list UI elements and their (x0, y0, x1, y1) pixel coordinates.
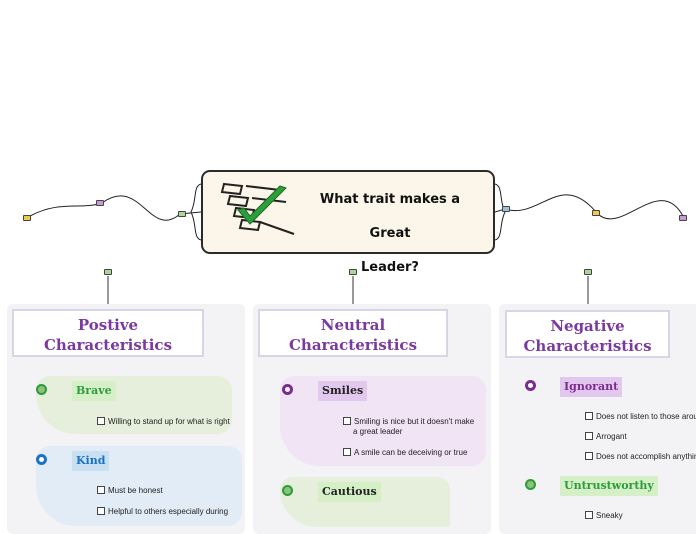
tag-icon (23, 215, 31, 221)
checkbox[interactable] (97, 486, 105, 494)
branch-heading-positive[interactable]: Postive Characteristics (12, 309, 204, 357)
item-text: Willing to stand up for what is right (108, 417, 230, 426)
topic-blob-smiles (280, 376, 486, 466)
checkbox[interactable] (585, 412, 593, 420)
heading-line1: Neutral (320, 316, 386, 334)
list-item[interactable]: Sneaky (585, 511, 623, 521)
topic-label-ignorant[interactable]: Ignorant (560, 377, 623, 397)
topic-node-brave[interactable] (36, 384, 47, 395)
topic-node-smiles[interactable] (282, 384, 293, 395)
checkbox[interactable] (343, 417, 351, 425)
topic-blob-kind (36, 446, 242, 526)
tag-icon (349, 269, 357, 275)
tag-icon (104, 269, 112, 275)
checklist-icon (220, 182, 295, 235)
checkbox[interactable] (585, 511, 593, 519)
checkbox[interactable] (585, 452, 593, 460)
tag-icon (592, 210, 600, 216)
item-text: Helpful to others especially during (108, 507, 229, 516)
list-item[interactable]: Must be honest (97, 486, 163, 496)
topic-label-kind[interactable]: Kind (72, 451, 110, 471)
item-text: Does not listen to those around (596, 412, 696, 421)
topic-node-kind[interactable] (36, 454, 47, 465)
item-text: Does not accomplish anything (596, 452, 696, 461)
list-item[interactable]: Willing to stand up for what is right (97, 417, 230, 427)
heading-line1: Postive (77, 316, 139, 334)
item-text: Smiling is nice but it doesn't make a gr… (353, 417, 475, 436)
heading-line1: Negative (550, 317, 625, 335)
list-item[interactable]: Does not accomplish anything (585, 452, 696, 462)
list-item[interactable]: Smiling is nice but it doesn't make a gr… (343, 417, 479, 437)
topic-label-smiles[interactable]: Smiles (318, 381, 368, 401)
topic-label-untrustworthy[interactable]: Untrustworthy (560, 476, 658, 496)
topic-node-ignorant[interactable] (525, 380, 536, 391)
list-item[interactable]: Helpful to others especially during (97, 507, 233, 517)
topic-label-cautious[interactable]: Cautious (318, 482, 381, 502)
heading-line2: Characteristics (288, 336, 418, 354)
checkbox[interactable] (343, 448, 351, 456)
list-item[interactable]: Arrogant (585, 432, 627, 442)
list-item[interactable]: Does not listen to those around (585, 412, 696, 422)
topic-blob-brave (36, 376, 232, 434)
heading-line2: Characteristics (43, 336, 173, 354)
central-topic[interactable] (201, 170, 495, 254)
tag-icon (584, 269, 592, 275)
central-title-line2: Leader? (361, 260, 419, 275)
central-title: What trait makes a Great Leader? (300, 183, 480, 285)
topic-label-brave[interactable]: Brave (72, 381, 116, 401)
branch-heading-negative[interactable]: Negative Characteristics (505, 310, 670, 358)
list-item[interactable]: A smile can be deceiving or true (343, 448, 467, 458)
branch-heading-neutral[interactable]: Neutral Characteristics (258, 309, 448, 357)
item-text: Must be honest (108, 486, 163, 495)
tag-icon (96, 200, 104, 206)
checkbox[interactable] (97, 417, 105, 425)
central-title-line1: What trait makes a Great (319, 192, 461, 241)
topic-node-cautious[interactable] (282, 485, 293, 496)
tag-icon (178, 211, 186, 217)
heading-line2: Characteristics (523, 337, 652, 355)
topic-node-untrustworthy[interactable] (525, 479, 536, 490)
tag-icon (679, 215, 687, 221)
item-text: Sneaky (596, 511, 623, 520)
item-text: Arrogant (596, 432, 627, 441)
checkbox[interactable] (97, 507, 105, 515)
item-text: A smile can be deceiving or true (354, 448, 468, 457)
tag-icon (502, 206, 510, 212)
checkbox[interactable] (585, 432, 593, 440)
